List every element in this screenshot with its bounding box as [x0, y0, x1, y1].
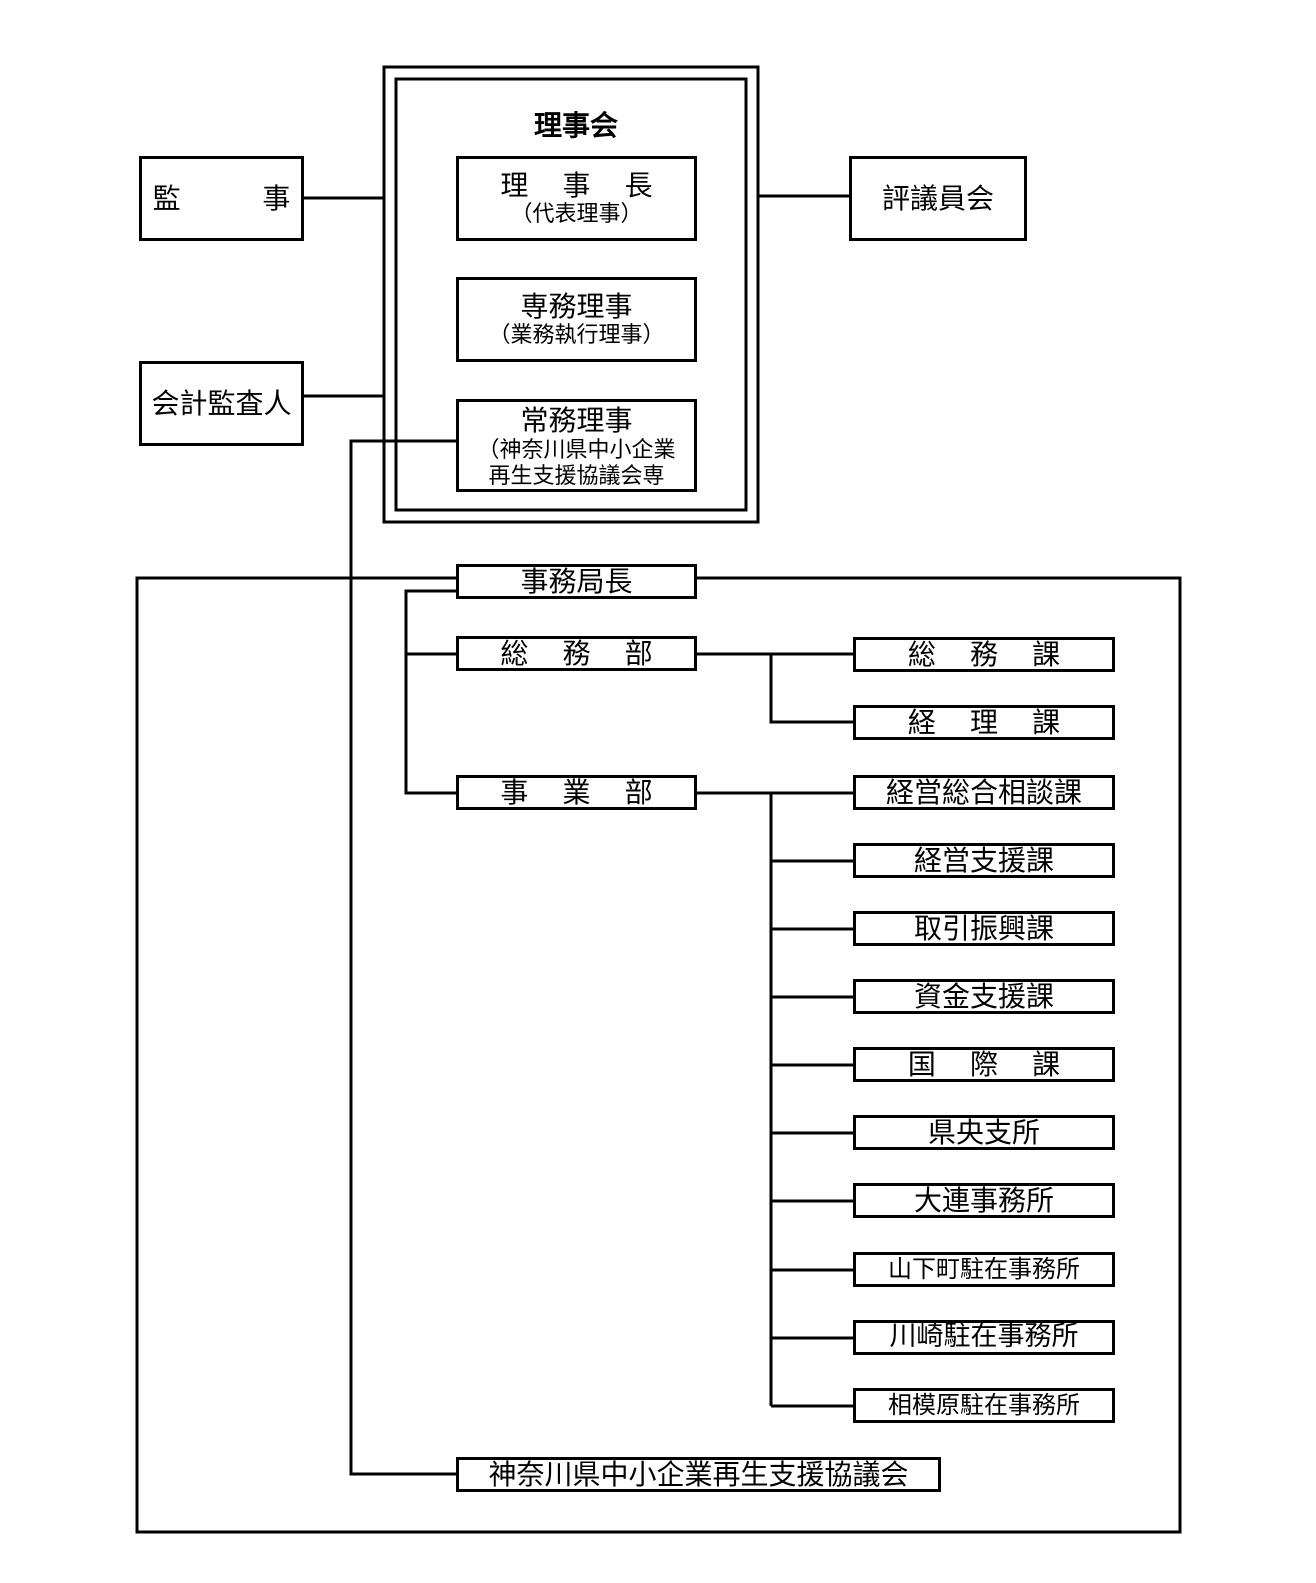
section-box: 県央支所 — [853, 1115, 1115, 1150]
section-box: 資金支援課 — [853, 979, 1115, 1014]
section-box: 総 務 課 — [853, 637, 1115, 672]
section-label: 経営総合相談課 — [885, 775, 1082, 809]
board-frame-inner — [394, 77, 748, 512]
jomu-label: 常務理事 — [520, 404, 633, 437]
council-label: 神奈川県中小企業再生支援協議会 — [488, 1457, 909, 1491]
auditor-label: 監 事 — [152, 181, 291, 215]
section-label: 山下町駐在事務所 — [888, 1255, 1080, 1284]
section-label: 川崎駐在事務所 — [889, 1321, 1079, 1353]
section-label: 国 際 課 — [907, 1047, 1073, 1081]
councilors-label: 評議員会 — [881, 181, 994, 215]
section-label: 経 理 課 — [907, 705, 1073, 739]
section-box: 経営支援課 — [853, 843, 1115, 878]
accounting-auditor-box: 会計監査人 — [139, 361, 304, 446]
section-label: 県央支所 — [927, 1115, 1040, 1149]
board-frame-outer — [382, 65, 760, 524]
auditor-box: 監 事 — [139, 156, 304, 241]
section-label: 取引振興課 — [913, 911, 1054, 945]
secretariat-frame — [135, 576, 1182, 1534]
general-affairs-dept-box: 総 務 部 — [456, 636, 697, 671]
section-box: 経営総合相談課 — [853, 775, 1115, 810]
councilors-box: 評議員会 — [849, 156, 1027, 241]
chairman-box: 理 事 長 （代表理事） — [456, 156, 697, 241]
senmu-label: 専務理事 — [520, 289, 633, 323]
section-label: 大連事務所 — [913, 1183, 1054, 1217]
chairman-sublabel: （代表理事） — [510, 202, 643, 228]
chairman-label: 理 事 長 — [500, 168, 666, 202]
jomu-sublabel-2: 再生支援協議会専 — [488, 463, 665, 489]
jomu-box: 常務理事 （神奈川県中小企業 再生支援協議会専 — [456, 399, 697, 492]
section-box: 山下町駐在事務所 — [853, 1252, 1115, 1287]
business-dept-box: 事 業 部 — [456, 775, 697, 810]
jomu-sublabel-1: （神奈川県中小企業 — [477, 437, 676, 463]
secretariat-head-label: 事務局長 — [520, 564, 633, 598]
senmu-box: 専務理事 （業務執行理事） — [456, 277, 697, 362]
section-box: 国 際 課 — [853, 1047, 1115, 1082]
council-box: 神奈川県中小企業再生支援協議会 — [456, 1457, 941, 1492]
secretariat-head-box: 事務局長 — [456, 564, 697, 599]
business-dept-label: 事 業 部 — [500, 775, 666, 809]
accounting-auditor-label: 会計監査人 — [151, 386, 292, 420]
section-label: 経営支援課 — [913, 843, 1054, 877]
section-box: 相模原駐在事務所 — [853, 1388, 1115, 1423]
section-label: 相模原駐在事務所 — [888, 1391, 1080, 1420]
section-box: 経 理 課 — [853, 705, 1115, 740]
section-label: 総 務 課 — [907, 637, 1073, 671]
senmu-sublabel: （業務執行理事） — [488, 323, 665, 349]
section-label: 資金支援課 — [913, 979, 1054, 1013]
section-box: 川崎駐在事務所 — [853, 1320, 1115, 1355]
board-title: 理事会 — [533, 109, 618, 142]
section-box: 大連事務所 — [853, 1183, 1115, 1218]
section-box: 取引振興課 — [853, 911, 1115, 946]
general-affairs-dept-label: 総 務 部 — [500, 636, 666, 670]
